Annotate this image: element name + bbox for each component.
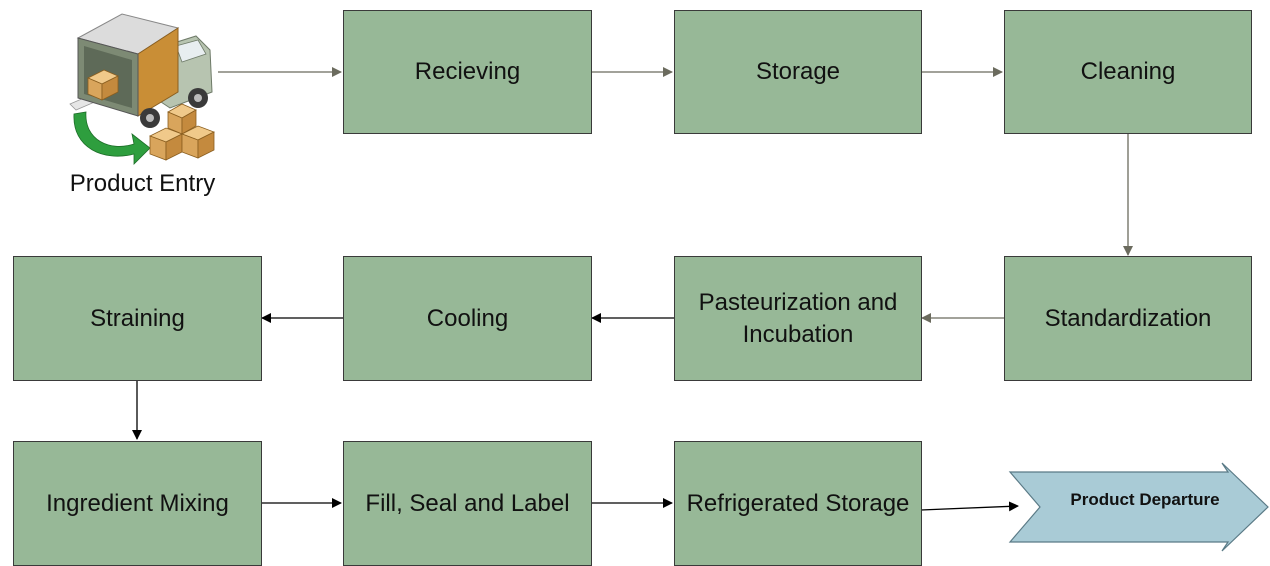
step-cleaning: Cleaning [1004, 10, 1252, 134]
step-pasteurization-incubation: Pasteurization and Incubation [674, 256, 922, 381]
delivery-truck-icon [69, 13, 213, 128]
product-entry-label: Product Entry [69, 170, 216, 197]
step-ingredient-mixing: Ingredient Mixing [13, 441, 262, 566]
departure-arrow-shape [1008, 462, 1269, 552]
step-recieving: Recieving [343, 10, 592, 134]
unload-arrow-icon [73, 111, 151, 165]
step-fill-seal-label: Fill, Seal and Label [343, 441, 592, 566]
package-boxes-icon [149, 103, 215, 161]
product-departure-label: Product Departure [1070, 490, 1220, 509]
step-straining: Straining [13, 256, 262, 381]
connector-refrigerated-to-departure [920, 501, 1019, 512]
step-refrigerated-storage: Refrigerated Storage [674, 441, 922, 566]
step-standardization: Standardization [1004, 256, 1252, 381]
step-cooling: Cooling [343, 256, 592, 381]
step-storage: Storage [674, 10, 922, 134]
